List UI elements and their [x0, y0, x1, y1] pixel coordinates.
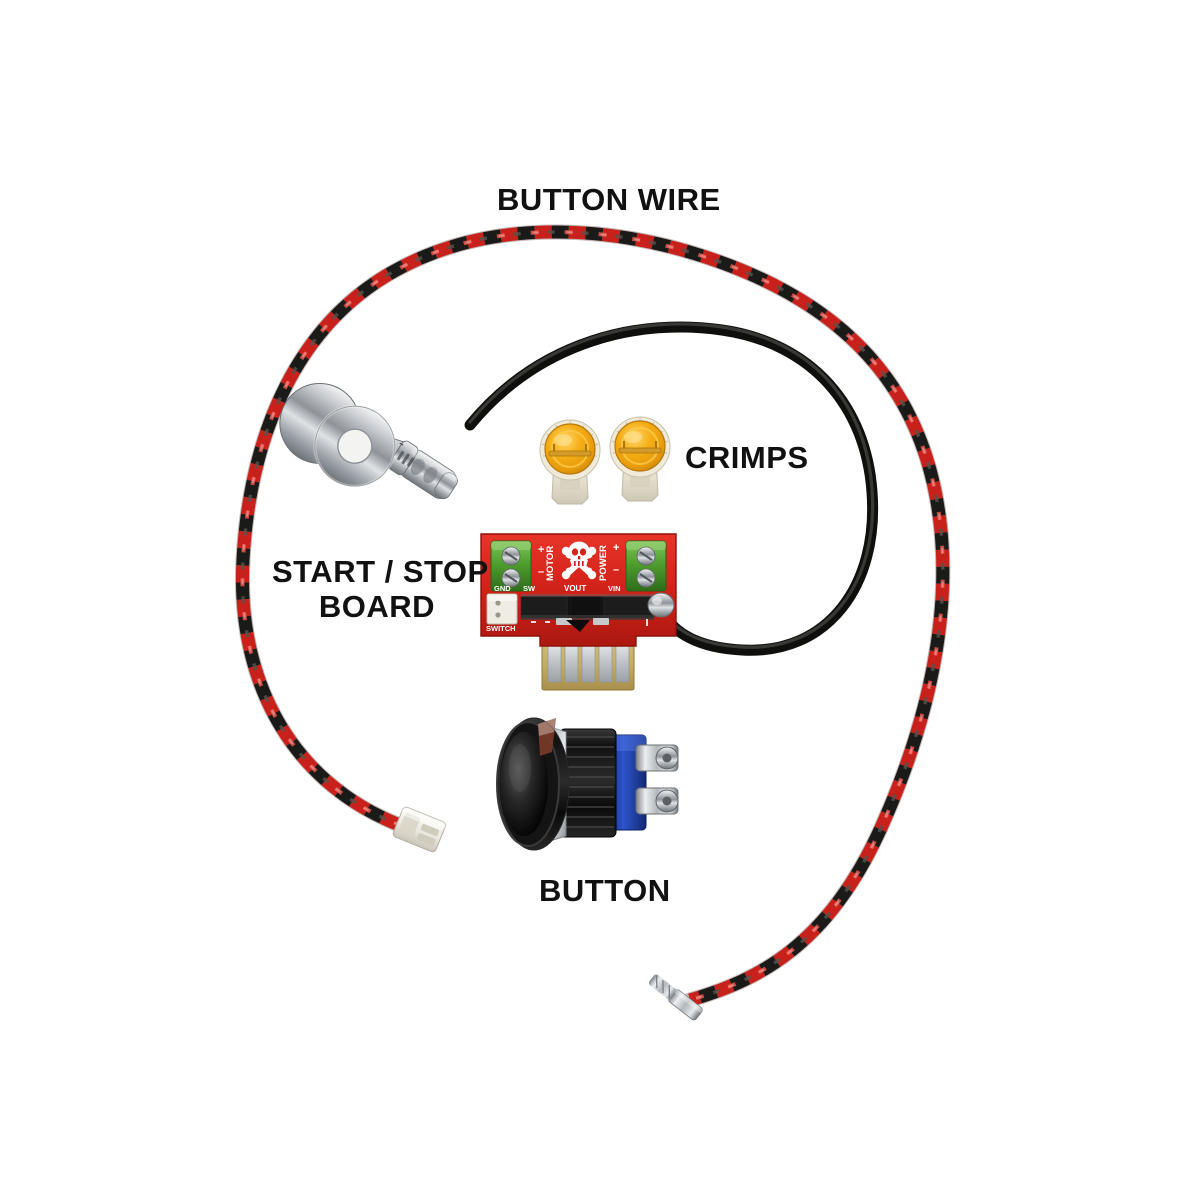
skull-crossbones-logo	[561, 541, 597, 580]
silk-minus-power: –	[613, 564, 619, 576]
jst-connector	[392, 806, 446, 853]
solder-joint	[647, 592, 675, 618]
silk-gnd: GND	[494, 584, 511, 593]
silk-power: POWER	[598, 545, 609, 581]
label-start-stop-board: START / STOP BOARD	[272, 554, 489, 624]
silk-minus-motor: –	[538, 566, 544, 578]
label-button: BUTTON	[539, 873, 671, 908]
ring-terminal-lug	[279, 382, 458, 500]
pin-ferrule-terminal	[648, 974, 703, 1021]
crimp-connector-1	[539, 419, 601, 505]
ground-loop-wire	[464, 321, 879, 656]
silk-plus-motor: +	[538, 544, 544, 556]
motor-terminal-block	[490, 540, 532, 592]
start-stop-board: + – + – MOTOR POWER GND SW VOUT VIN SWIT…	[480, 533, 677, 691]
silk-vin: VIN	[608, 584, 621, 593]
switch-header	[486, 593, 518, 625]
silk-motor: MOTOR	[545, 546, 556, 581]
silk-sw: SW	[523, 584, 536, 593]
silk-vout: VOUT	[564, 584, 586, 593]
silk-plus-power: +	[613, 542, 619, 554]
push-button	[496, 717, 679, 851]
button-terminals	[607, 734, 679, 831]
crimp-connector-2	[609, 416, 671, 502]
power-terminal-block	[625, 540, 667, 592]
smd-components	[520, 594, 655, 632]
label-crimps: CRIMPS	[685, 440, 809, 475]
silk-switch: SWITCH	[486, 624, 516, 633]
label-button-wire: BUTTON WIRE	[497, 182, 721, 217]
button-wire-twisted-pair	[234, 224, 951, 1008]
